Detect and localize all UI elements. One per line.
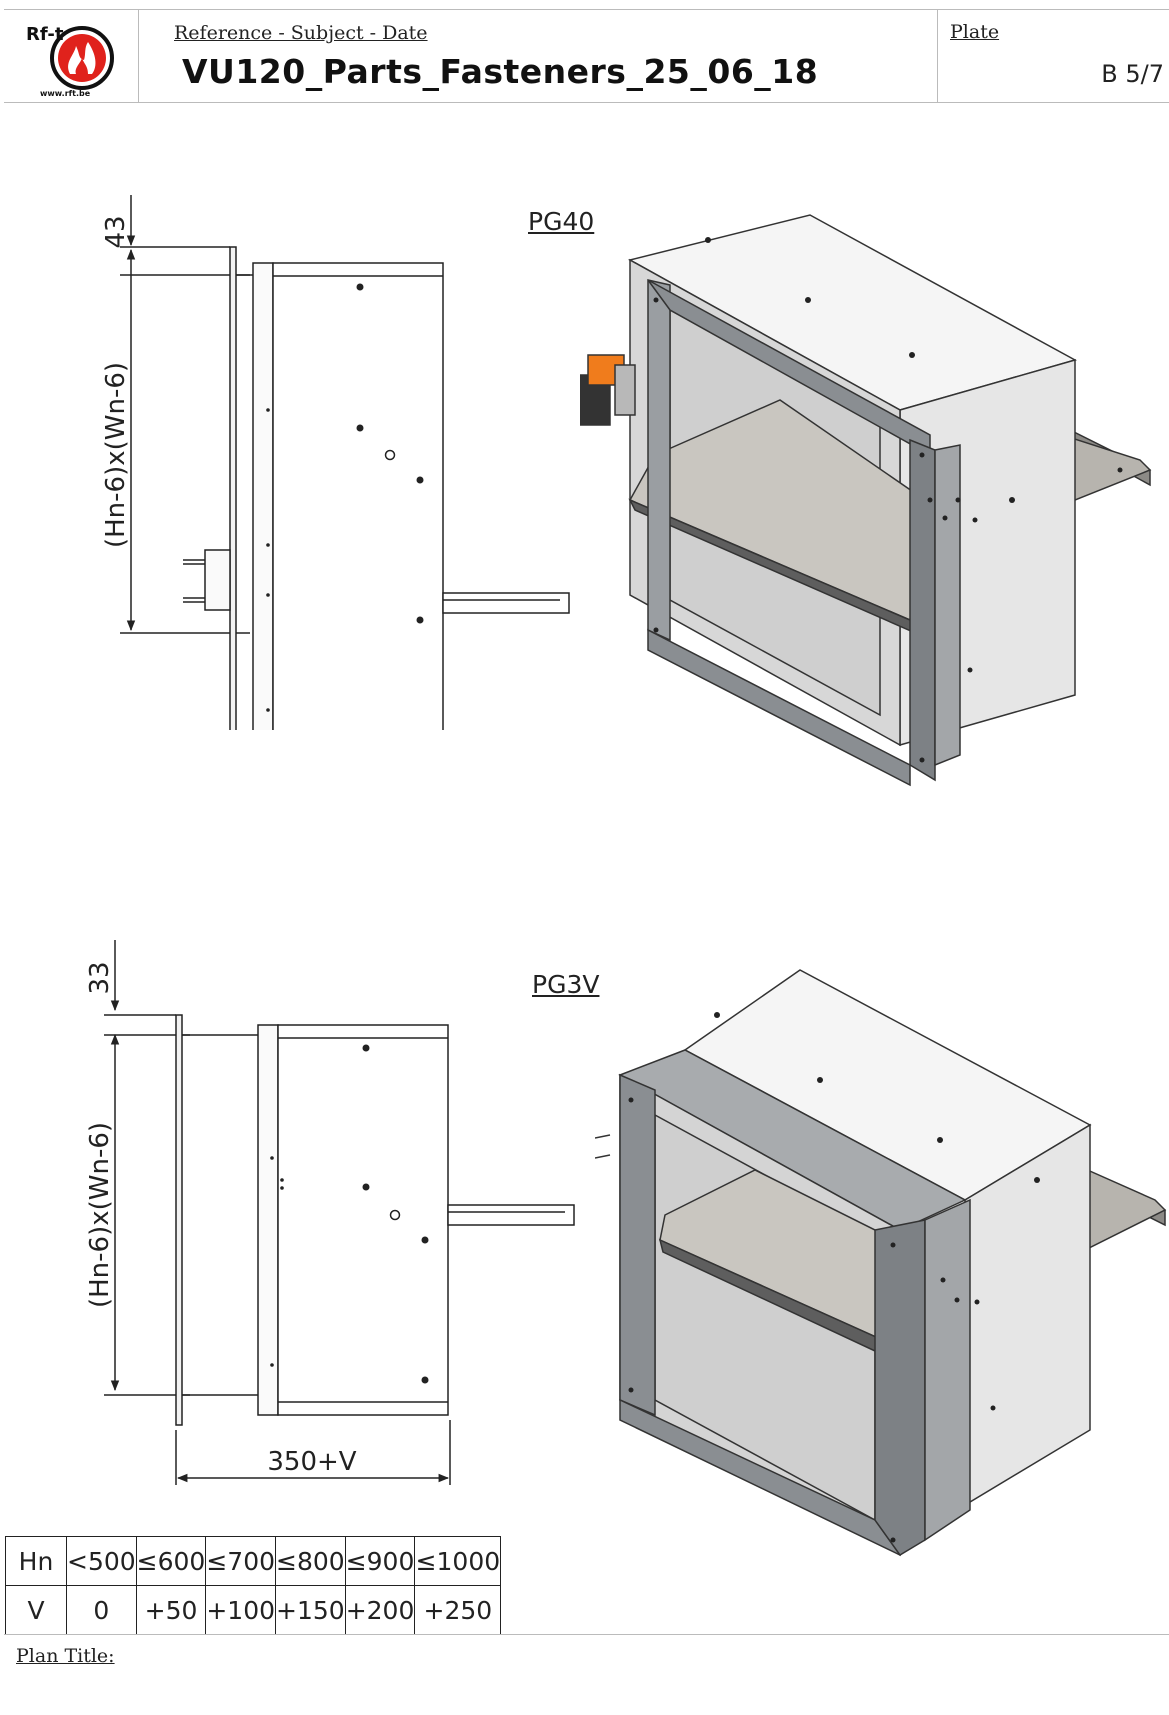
page-title: VU120_Parts_Fasteners_25_06_18 bbox=[182, 52, 819, 91]
table-cell: +150 bbox=[275, 1585, 346, 1635]
plate-label: Plate bbox=[950, 21, 1000, 43]
logo-url: www.rft.be bbox=[40, 89, 91, 98]
pg3v-label: PG3V bbox=[532, 970, 600, 999]
plan-title-block: Plan Title: bbox=[4, 1634, 1169, 1667]
table-cell: ≤1000 bbox=[414, 1536, 502, 1586]
table-cell: <500 bbox=[66, 1536, 137, 1586]
table-row: Hn <500 ≤600 ≤700 ≤800 ≤900 ≤1000 bbox=[5, 1536, 502, 1586]
pg3v-isometric-view bbox=[595, 969, 1167, 1557]
table-row: V 0 +50 +100 +150 +200 +250 bbox=[5, 1585, 502, 1635]
plate-value: B 5/7 bbox=[1101, 60, 1164, 88]
table-cell: +200 bbox=[344, 1585, 416, 1635]
logo-text: Rf-t bbox=[26, 24, 64, 45]
pg3v-flange-dim: 33 bbox=[85, 961, 115, 994]
plate-cell: Plate B 5/7 bbox=[937, 10, 1169, 102]
reference-label: Reference - Subject - Date bbox=[174, 22, 428, 44]
pg40-label: PG40 bbox=[528, 207, 595, 236]
company-logo: Rf-t www.rft.be bbox=[26, 24, 114, 98]
table-cell: 0 bbox=[66, 1585, 137, 1635]
table-cell: ≤900 bbox=[344, 1536, 416, 1586]
plan-title-label: Plan Title: bbox=[16, 1645, 115, 1667]
title-block: Rf-t www.rft.be Reference - Subject - Da… bbox=[4, 9, 1169, 103]
pg40-height-dim: (Hn-6)x(Wn-6) bbox=[101, 362, 131, 548]
table-cell: ≤800 bbox=[275, 1536, 346, 1586]
table-cell: ≤700 bbox=[205, 1536, 277, 1586]
pg3v-height-dim: (Hn-6)x(Wn-6) bbox=[85, 1122, 115, 1308]
pg3v-side-view: 33 (Hn-6)x(Wn-6) 350+V bbox=[85, 940, 575, 1485]
pg40-isometric-view bbox=[580, 214, 1152, 787]
logo-cell: Rf-t www.rft.be bbox=[4, 10, 139, 102]
pg3v-length-dim: 350+V bbox=[267, 1447, 356, 1477]
v-table: Hn <500 ≤600 ≤700 ≤800 ≤900 ≤1000 V 0 +5… bbox=[5, 1536, 502, 1635]
pg40-side-view: 43 (Hn-6)x(Wn-6) 350 bbox=[101, 195, 570, 730]
table-cell: +50 bbox=[135, 1585, 207, 1635]
table-cell: +250 bbox=[414, 1585, 502, 1635]
table-cell: +100 bbox=[205, 1585, 277, 1635]
table-cell: V bbox=[5, 1585, 67, 1635]
table-cell: ≤600 bbox=[135, 1536, 207, 1586]
pg40-flange-dim: 43 bbox=[101, 215, 131, 248]
table-cell: Hn bbox=[5, 1536, 67, 1586]
